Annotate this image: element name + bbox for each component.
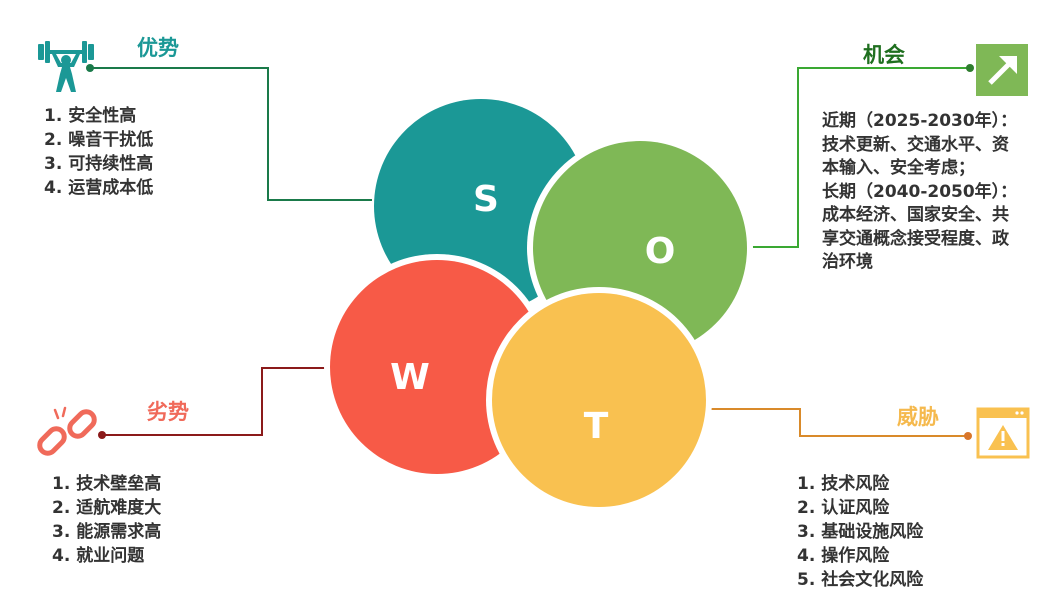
opportunity-letter: O (644, 231, 676, 272)
weakness-title: 劣势 (147, 400, 189, 424)
list-item: 3. 可持续性高 (44, 154, 154, 174)
opportunity-text: 近期（2025-2030年）： 技术更新、交通水平、资 本输入、安全考虑； 长期… (822, 110, 1047, 275)
opportunity-line: 近期（2025-2030年）： (822, 111, 1018, 131)
broken-chain-icon (37, 406, 97, 456)
list-item: 2. 认证风险 (797, 498, 890, 518)
strength-list: 1. 安全性高 2. 噪音干扰低 3. 可持续性高 4. 运营成本低 (44, 104, 153, 200)
weightlifter-icon (38, 41, 94, 92)
list-item: 4. 就业问题 (52, 546, 145, 566)
strength-connector (90, 67, 372, 201)
opportunity-line: 技术更新、交通水平、资 (822, 134, 1009, 155)
opportunity-line: 治环境 (822, 252, 873, 272)
opportunity-line: 本输入、安全考虑； (822, 158, 975, 178)
opportunity-line: 享交通概念接受程度、政 (822, 228, 1009, 249)
list-item: 2. 适航难度大 (52, 498, 162, 518)
trend-up-arrow-icon (976, 44, 1028, 96)
opportunity-title: 机会 (863, 43, 905, 67)
warning-window-icon (976, 407, 1030, 459)
list-item: 3. 基础设施风险 (797, 522, 924, 542)
weakness-connector-dot (98, 431, 106, 439)
list-item: 4. 操作风险 (797, 546, 890, 566)
threat-circle (492, 293, 706, 507)
list-item: 4. 运营成本低 (44, 178, 154, 198)
opportunity-connector-dot (966, 64, 974, 72)
threat-title: 威胁 (897, 405, 939, 429)
weakness-connector (102, 367, 334, 436)
threat-letter: T (583, 406, 609, 447)
threat-connector (706, 408, 968, 437)
list-item: 1. 技术风险 (797, 474, 890, 494)
strength-letter: S (473, 179, 499, 220)
list-item: 1. 安全性高 (44, 106, 137, 126)
weakness-list: 1. 技术壁垒高 2. 适航难度大 3. 能源需求高 4. 就业问题 (52, 472, 161, 568)
list-item: 2. 噪音干扰低 (44, 130, 154, 150)
opportunity-line: 成本经济、国家安全、共 (822, 205, 1009, 225)
strength-connector-dot (86, 64, 94, 72)
opportunity-connector (746, 67, 970, 248)
weakness-letter: W (390, 357, 430, 398)
threat-connector-dot (964, 432, 972, 440)
threat-list: 1. 技术风险 2. 认证风险 3. 基础设施风险 4. 操作风险 5. 社会文… (797, 472, 923, 592)
strength-title: 优势 (137, 36, 179, 60)
list-item: 3. 能源需求高 (52, 522, 162, 542)
list-item: 5. 社会文化风险 (797, 570, 924, 590)
opportunity-line: 长期（2040-2050年）： (822, 181, 1018, 202)
list-item: 1. 技术壁垒高 (52, 474, 162, 494)
